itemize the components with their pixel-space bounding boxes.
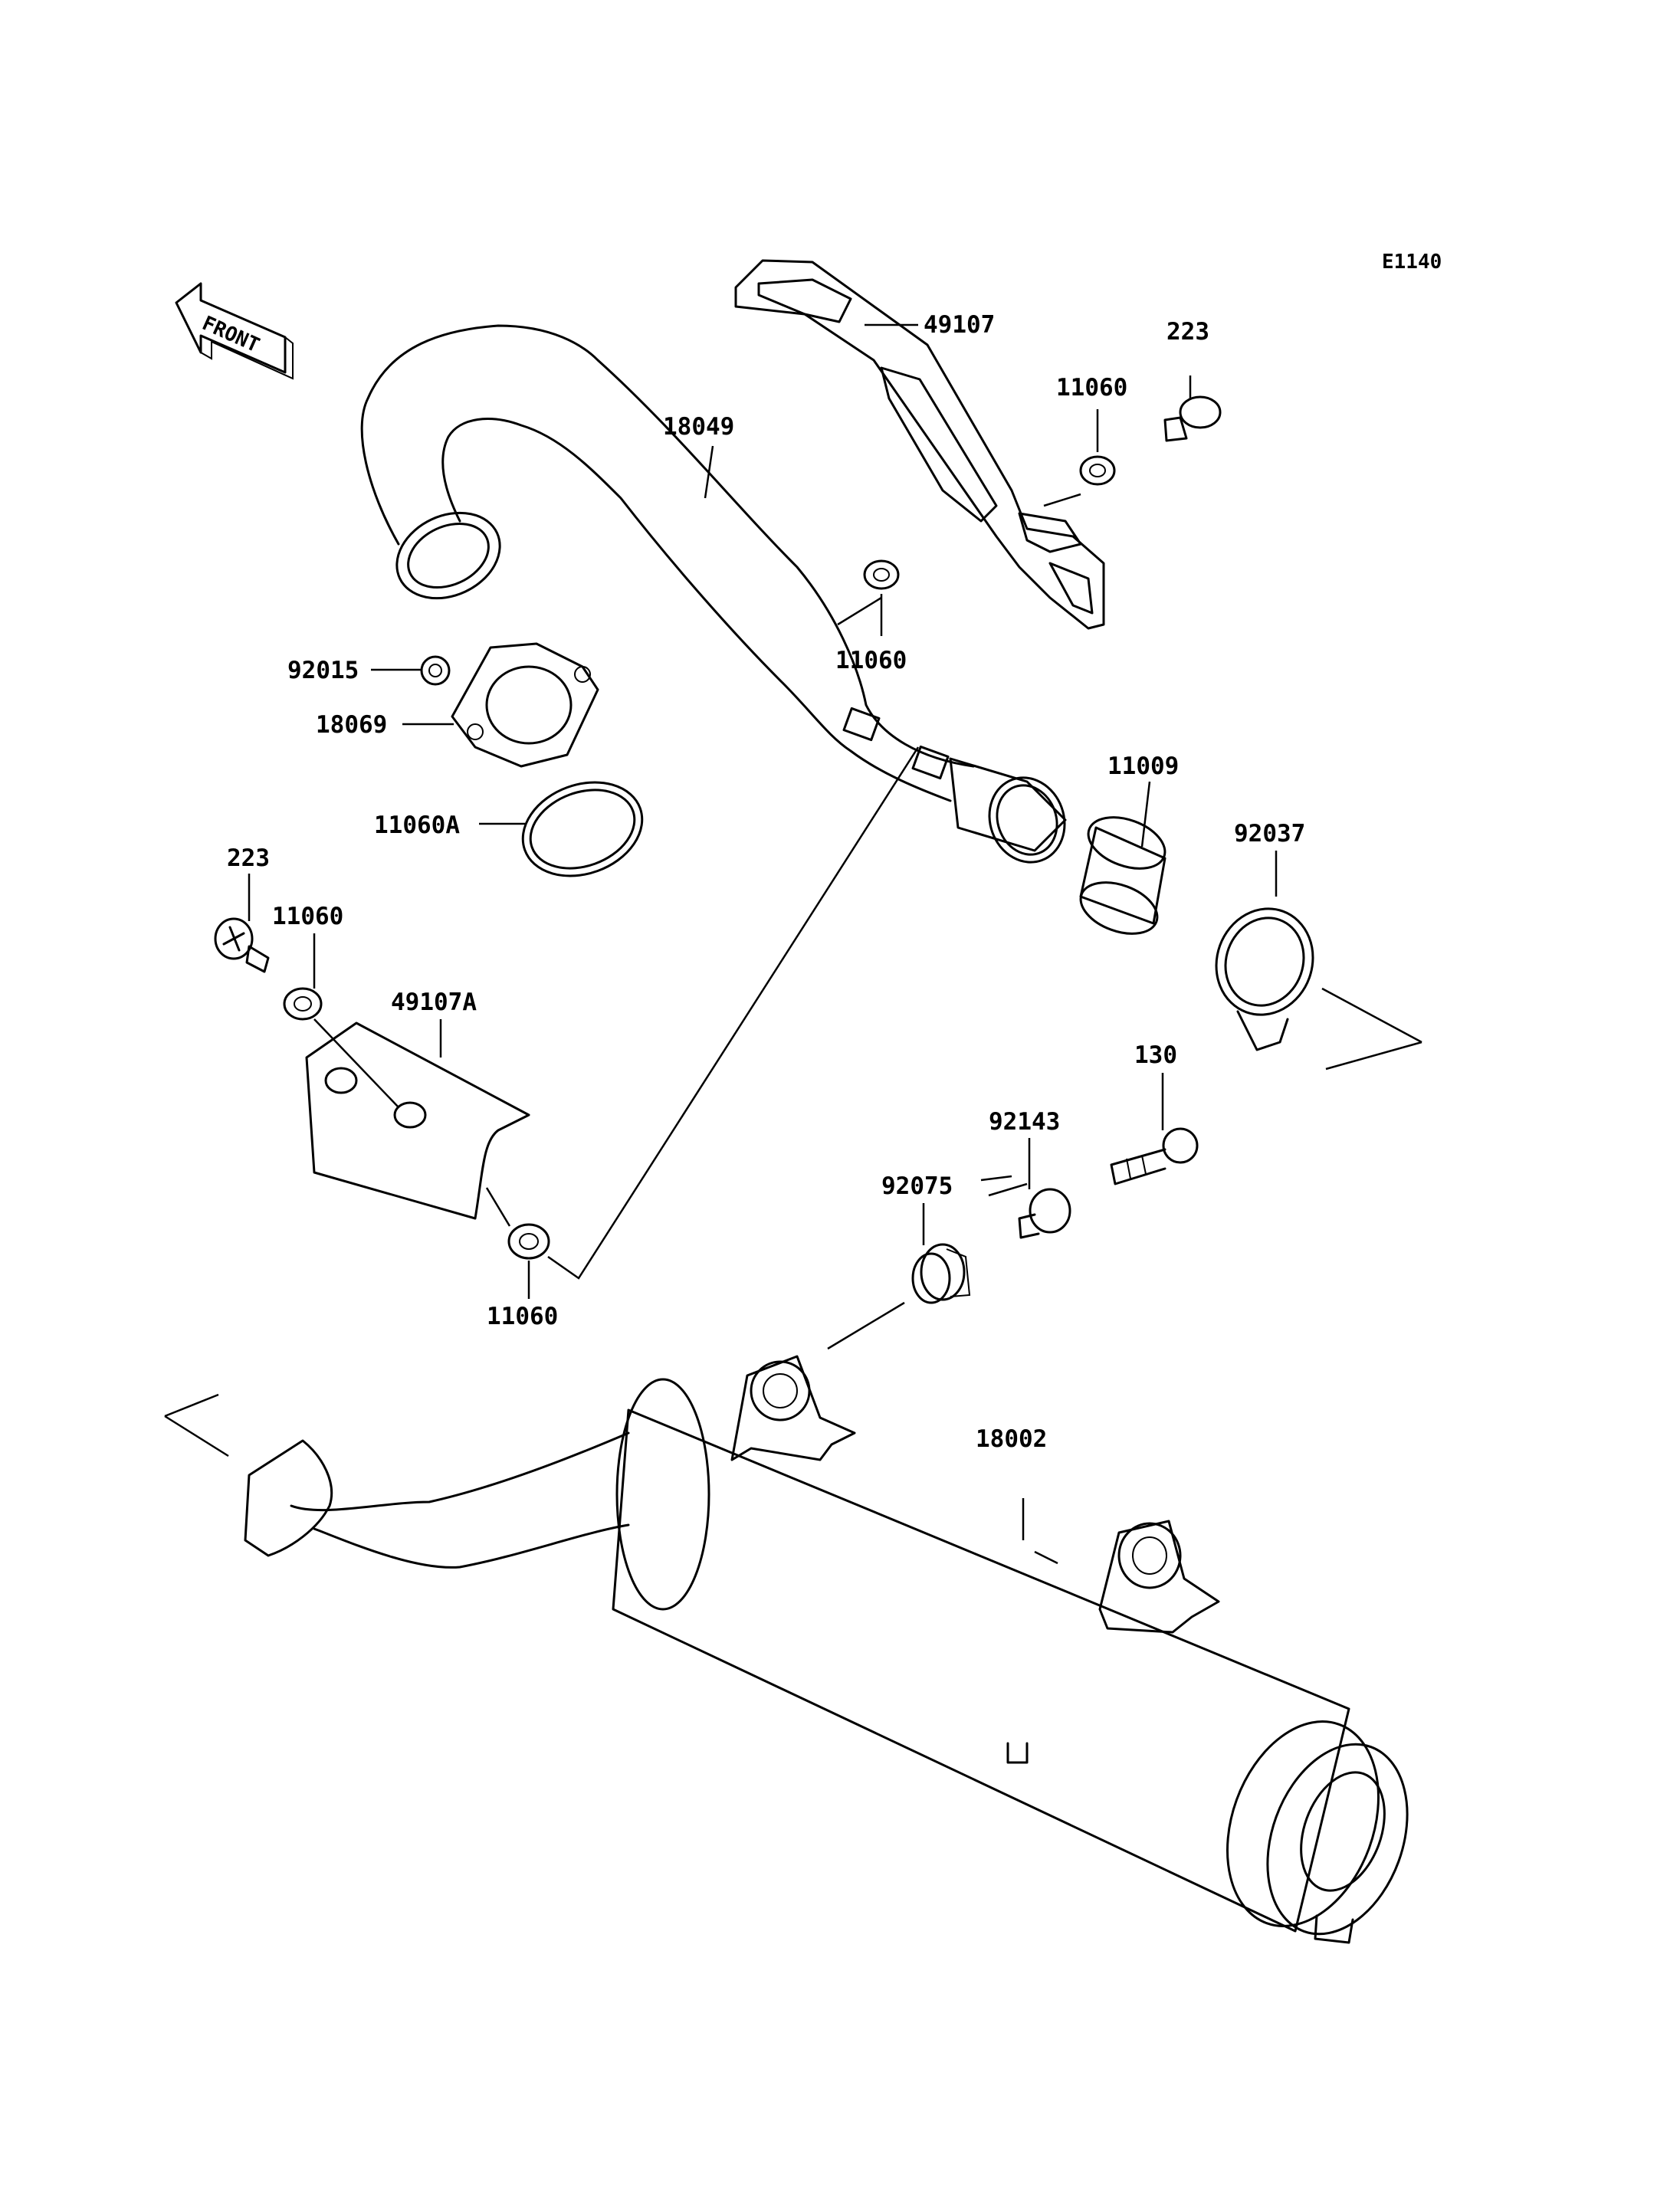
label-18069: 18069 <box>316 711 387 739</box>
leader-lines <box>164 323 1422 1565</box>
bolt-223-top <box>1163 395 1222 442</box>
label-11060-top: 11060 <box>1056 374 1127 402</box>
label-11060-left: 11060 <box>272 903 343 930</box>
washer-11060-left <box>283 987 323 1021</box>
nut-92015 <box>420 655 451 686</box>
clamp-92037 <box>1215 907 1314 1051</box>
label-11060-mid: 11060 <box>835 647 907 674</box>
label-130: 130 <box>1134 1041 1177 1069</box>
label-11060-bottom: 11060 <box>487 1303 558 1330</box>
muffler-18002 <box>244 1355 1409 1944</box>
label-92143: 92143 <box>989 1108 1060 1136</box>
heat-guard-49107A <box>305 1021 530 1220</box>
label-18049: 18049 <box>663 413 734 441</box>
flange-18069 <box>451 642 599 768</box>
label-49107: 49107 <box>924 311 995 339</box>
label-18002: 18002 <box>976 1425 1047 1453</box>
diagram-code: E1140 <box>1382 251 1442 274</box>
label-92075: 92075 <box>881 1172 953 1200</box>
gasket-11060A <box>521 781 644 877</box>
front-arrow-icon: FRONT <box>175 282 294 380</box>
label-11009: 11009 <box>1107 753 1179 780</box>
exhaust-pipe-18049 <box>360 324 1067 864</box>
part-labels: 49107 223 11060 18049 11060 92015 18069 … <box>227 311 1305 1453</box>
label-92015: 92015 <box>287 657 359 684</box>
collar-92143 <box>1018 1188 1071 1239</box>
label-223-top: 223 <box>1166 318 1209 346</box>
bolt-130 <box>1110 1127 1199 1185</box>
heat-guard-49107 <box>734 259 1105 630</box>
gasket-11009 <box>1079 816 1166 935</box>
washer-11060-mid <box>863 559 900 590</box>
label-92037: 92037 <box>1234 820 1305 848</box>
damper-92075 <box>911 1243 971 1304</box>
label-49107A: 49107A <box>391 989 477 1016</box>
washer-11060-bottom <box>507 1223 550 1260</box>
label-223-left: 223 <box>227 844 270 872</box>
label-11060A: 11060A <box>374 812 460 839</box>
bolt-223-left <box>214 917 270 973</box>
washer-11060-top <box>1079 455 1116 486</box>
